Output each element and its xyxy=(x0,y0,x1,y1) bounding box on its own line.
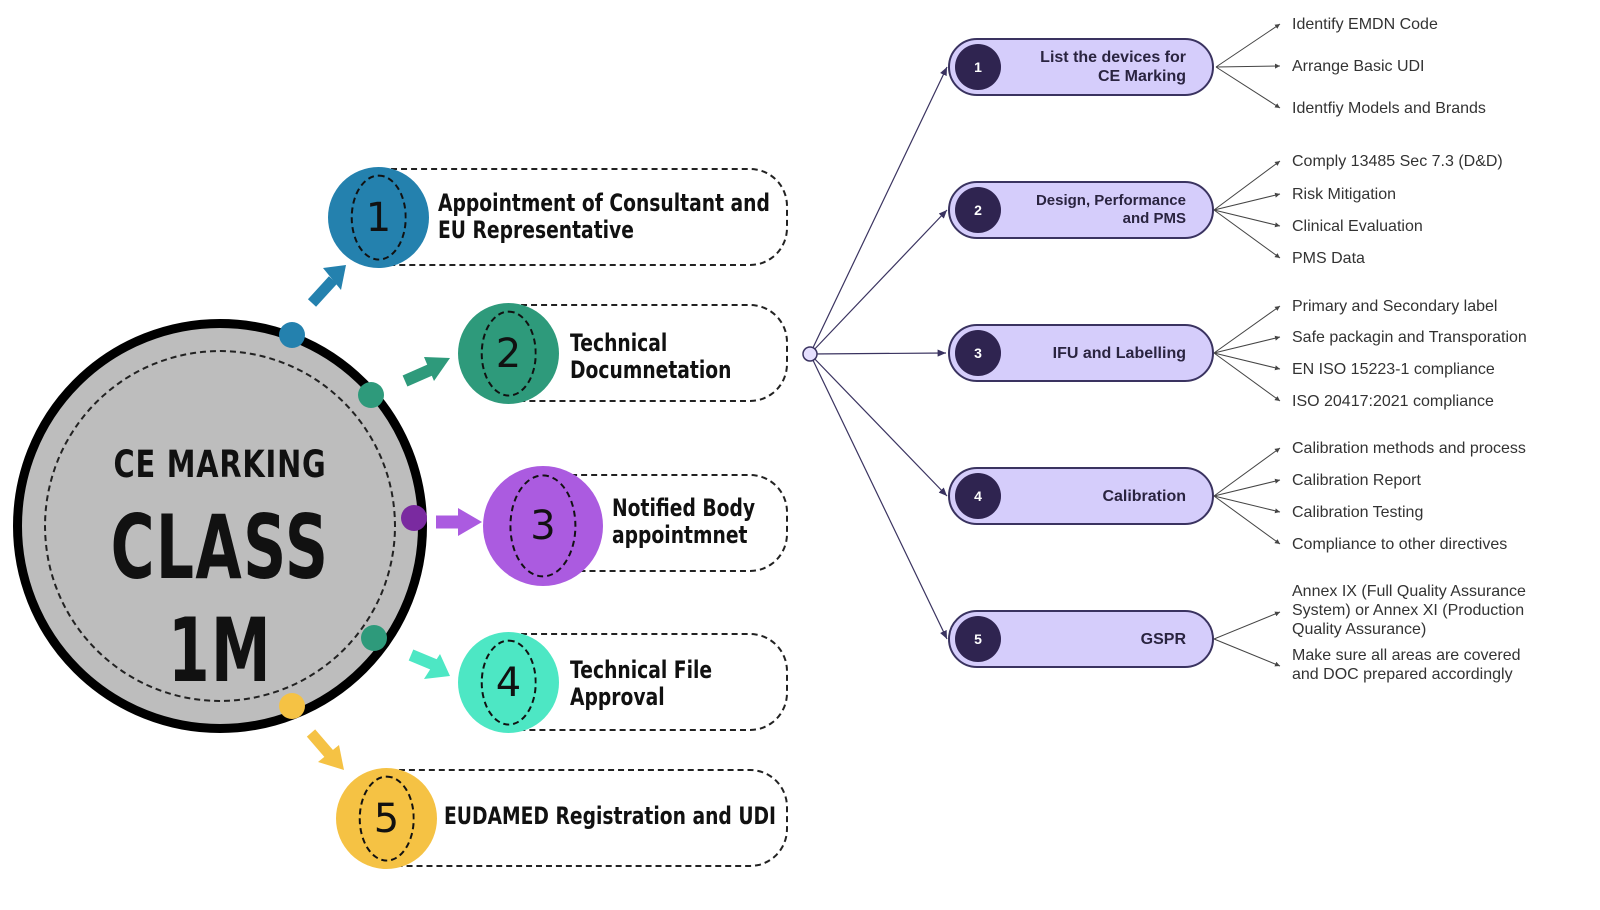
leaf-5-2-line1: Make sure all areas are covered xyxy=(1292,647,1521,664)
branch-label-1-line1: List the devices for xyxy=(1040,49,1186,66)
step-circle-1: 1 xyxy=(328,167,429,268)
branch-label-2: Design, Performance and PMS xyxy=(1036,183,1186,237)
step-circle-3: 3 xyxy=(483,466,603,586)
branch-number-1: 1 xyxy=(955,44,1001,90)
leaf-4-2: Calibration Report xyxy=(1292,472,1421,489)
rim-dot-1 xyxy=(279,322,305,348)
leaf-3-1: Primary and Secondary label xyxy=(1292,298,1498,315)
branch-number-3: 3 xyxy=(955,330,1001,376)
leaf-5-1-line3: Quality Assurance) xyxy=(1292,621,1427,638)
step-box-5 xyxy=(388,769,788,867)
step-number-3: 3 xyxy=(530,503,556,549)
step-circle-ring xyxy=(350,174,407,261)
step-label-2-line2: Documnetation xyxy=(570,356,732,384)
leaf-4-3: Calibration Testing xyxy=(1292,504,1424,521)
leaf-4-4: Compliance to other directives xyxy=(1292,536,1508,553)
leaf-1-3: Identfiy Models and Brands xyxy=(1292,100,1486,117)
center-subtitle: CLASS 1M xyxy=(110,496,330,702)
step-number-1: 1 xyxy=(365,194,392,241)
step-circle-ring xyxy=(480,310,537,397)
step-arrow-4 xyxy=(408,649,450,679)
leaf-3-2: Safe packagin and Transporation xyxy=(1292,329,1527,346)
branch-pill-3: 3 IFU and Labelling xyxy=(948,324,1214,382)
step-label-1-line2: EU Representative xyxy=(438,216,634,244)
step-label-1: Appointment of Consultant and EU Represe… xyxy=(438,190,770,244)
leaf-2-1: Comply 13485 Sec 7.3 (D&D) xyxy=(1292,153,1503,170)
branch-label-4: Calibration xyxy=(1102,487,1186,505)
step-number-5: 5 xyxy=(373,795,400,842)
step-label-2-line1: Technical xyxy=(570,329,668,357)
step-number-4: 4 xyxy=(495,659,522,706)
step-circle-4: 4 xyxy=(458,632,559,733)
branch-pill-1: 1 List the devices for CE Marking xyxy=(948,38,1214,96)
rim-dot-4 xyxy=(361,625,387,651)
branch-number-4: 4 xyxy=(955,473,1001,519)
hub-node xyxy=(802,346,818,362)
branch-label-1-line2: CE Marking xyxy=(1097,68,1186,85)
branch-pill-4: 4 Calibration xyxy=(948,467,1214,525)
step-arrow-5 xyxy=(306,729,344,770)
leaf-1-2: Arrange Basic UDI xyxy=(1292,58,1425,75)
branch-label-2-line2: and PMS xyxy=(1122,210,1186,227)
step-circle-ring xyxy=(358,775,415,862)
step-box-1 xyxy=(380,168,788,266)
step-label-3: Notified Body appointmnet xyxy=(612,495,755,549)
step-label-5: EUDAMED Registration and UDI xyxy=(444,803,776,830)
leaf-5-1: Annex IX (Full Quality Assurance System)… xyxy=(1292,582,1526,639)
branch-label-5: GSPR xyxy=(1140,630,1186,648)
step-label-5-line1: EUDAMED Registration and UDI xyxy=(444,802,777,830)
leaf-5-1-line2: System) or Annex XI (Production xyxy=(1292,602,1525,619)
step-circle-2: 2 xyxy=(458,303,559,404)
branch-pill-2: 2 Design, Performance and PMS xyxy=(948,181,1214,239)
leaf-5-1-line1: Annex IX (Full Quality Assurance xyxy=(1292,583,1526,600)
center-title: CE MARKING xyxy=(113,443,327,486)
branch-label-1: List the devices for CE Marking xyxy=(1040,40,1186,94)
step-label-1-line1: Appointment of Consultant and xyxy=(438,189,770,217)
leaf-connectors xyxy=(1213,23,1281,667)
leaf-5-2: Make sure all areas are covered and DOC … xyxy=(1292,646,1521,684)
branch-number-5: 5 xyxy=(955,616,1001,662)
leaf-5-2-line2: and DOC prepared accordingly xyxy=(1292,666,1513,683)
center-circle-dashed-ring xyxy=(44,350,396,702)
leaf-4-1: Calibration methods and process xyxy=(1292,440,1526,457)
leaf-2-3: Clinical Evaluation xyxy=(1292,218,1423,235)
leaf-1-1: Identify EMDN Code xyxy=(1292,16,1438,33)
step-label-3-line1: Notified Body xyxy=(612,494,756,522)
step-circle-5: 5 xyxy=(336,768,437,869)
step-number-2: 2 xyxy=(495,330,522,377)
rim-dot-3 xyxy=(401,505,427,531)
hub-spokes xyxy=(809,66,948,640)
step-arrow-3 xyxy=(436,508,482,536)
step-label-4-line1: Technical File xyxy=(570,656,713,684)
step-label-2: Technical Documnetation xyxy=(570,330,731,384)
branch-number-2: 2 xyxy=(955,187,1001,233)
leaf-2-4: PMS Data xyxy=(1292,250,1365,267)
rim-dot-5 xyxy=(279,693,305,719)
step-arrow-2 xyxy=(402,357,450,387)
leaf-3-4: ISO 20417:2021 compliance xyxy=(1292,393,1494,410)
step-circle-ring xyxy=(480,639,537,726)
branch-label-3: IFU and Labelling xyxy=(1052,344,1186,362)
step-label-3-line2: appointmnet xyxy=(612,521,748,549)
step-arrow-1 xyxy=(307,265,346,307)
step-circle-ring xyxy=(509,474,577,578)
center-circle: CE MARKING CLASS 1M xyxy=(13,319,427,733)
branch-pill-5: 5 GSPR xyxy=(948,610,1214,668)
rim-dot-2 xyxy=(358,382,384,408)
step-label-4-line2: Approval xyxy=(570,683,665,711)
leaf-2-2: Risk Mitigation xyxy=(1292,186,1397,203)
leaf-3-3: EN ISO 15223-1 compliance xyxy=(1292,361,1495,378)
branch-label-2-line1: Design, Performance xyxy=(1035,192,1186,209)
step-label-4: Technical File Approval xyxy=(570,657,712,711)
